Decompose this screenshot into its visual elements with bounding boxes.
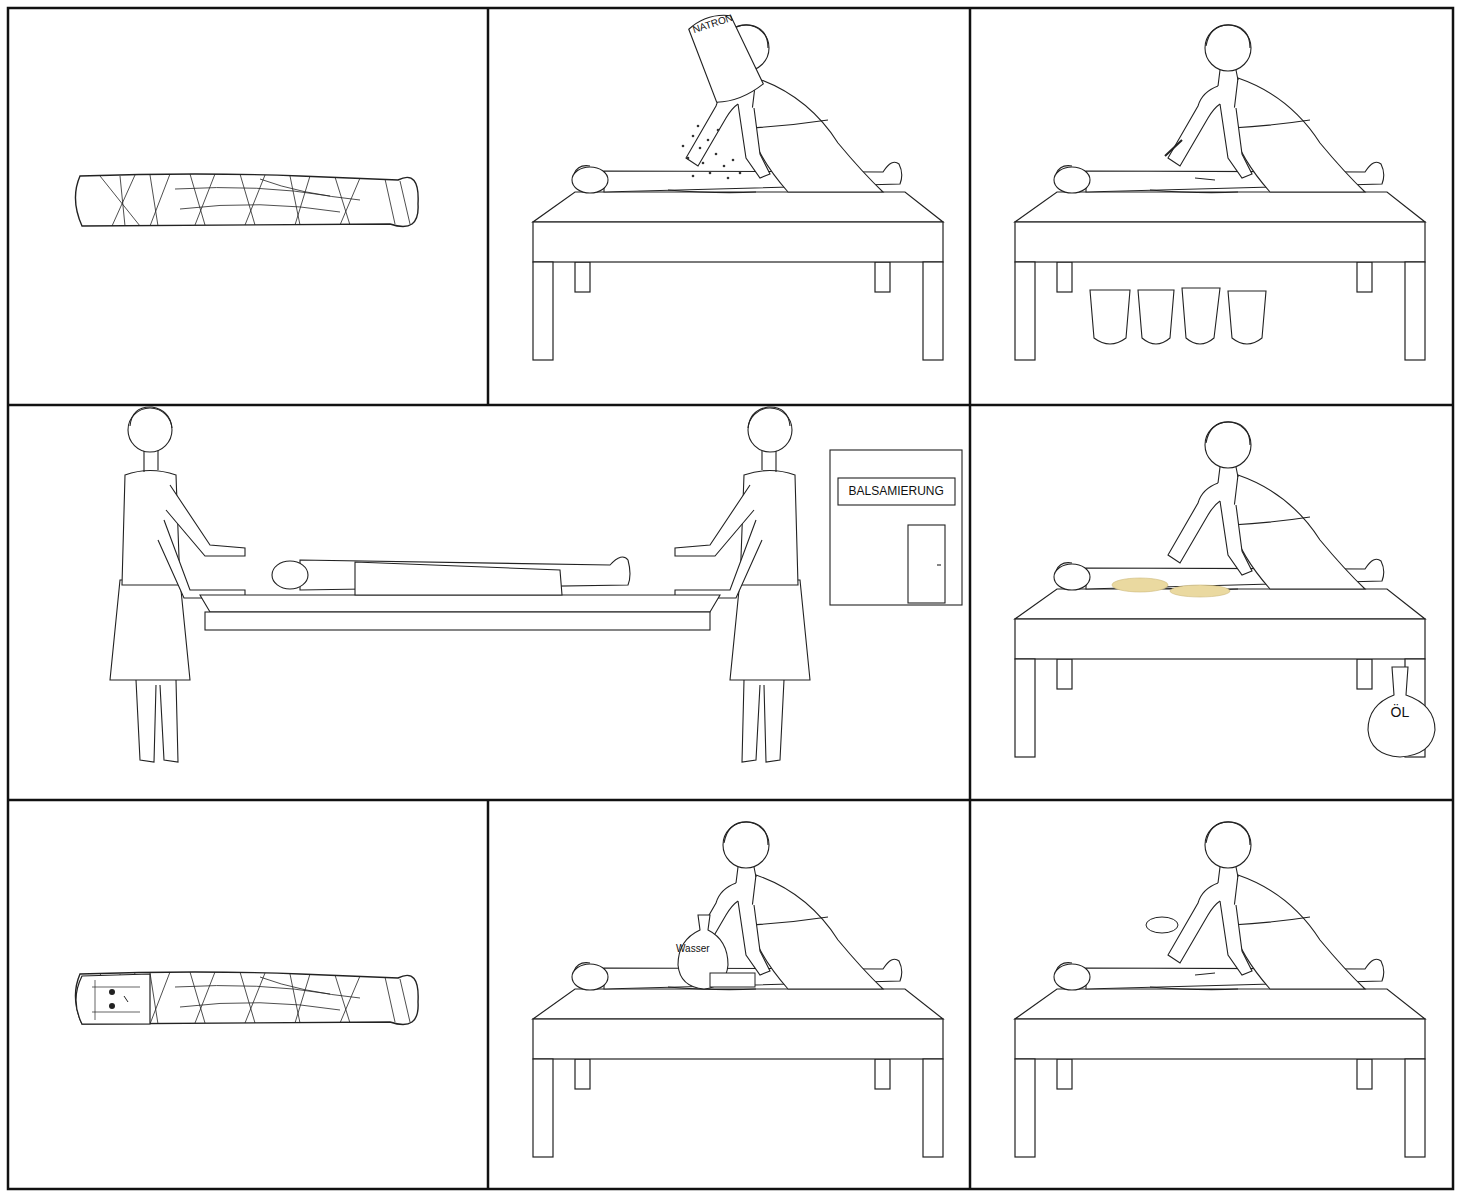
cutting-scene [1015, 25, 1425, 360]
panel-grid [8, 8, 1453, 1189]
carrying-scene [110, 407, 962, 762]
natron-scene [533, 8, 943, 360]
mummy-mask [75, 972, 418, 1025]
building-sign: BALSAMIERUNG [849, 485, 944, 497]
mummy [75, 174, 418, 227]
final-scene [1015, 822, 1425, 1157]
bottle-label: ÖL [1391, 705, 1410, 719]
oil-scene [1015, 422, 1435, 757]
washing-scene [533, 822, 943, 1157]
jug-label: Wasser [676, 944, 710, 954]
